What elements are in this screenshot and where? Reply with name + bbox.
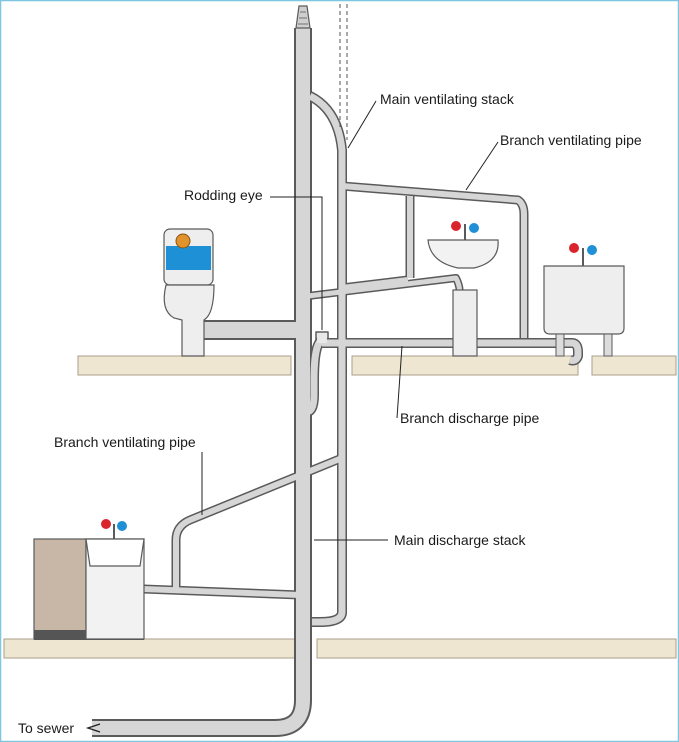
leader-branch-vent-upper: [465, 141, 499, 191]
pipes: [92, 28, 583, 737]
lower-branch-vent-outline: [171, 453, 344, 592]
hot-tap: [451, 221, 461, 231]
bath: [543, 243, 625, 357]
main-discharge-stack: [92, 28, 310, 735]
main-vent-stack: [308, 92, 346, 626]
leader-rodding-eye: [270, 196, 323, 330]
lower-branch-discharge: [117, 585, 301, 598]
branch-discharge-upper: [322, 339, 582, 364]
bath-hot-tap: [569, 243, 579, 253]
label-branch-ventilating-pipe-lower: Branch ventilating pipe: [54, 434, 196, 450]
lower-floor-right: [316, 638, 677, 659]
leader-lines: [201, 100, 499, 541]
label-main-ventilating-stack: Main ventilating stack: [380, 91, 514, 107]
sink-hot-tap: [101, 519, 111, 529]
label-rodding-eye: Rodding eye: [184, 187, 263, 203]
branch-discharge-drop: [305, 336, 325, 416]
upper-floor-middle: [351, 355, 579, 376]
upper-floor-right: [591, 355, 677, 376]
cold-tap: [469, 223, 479, 233]
cistern-water: [166, 246, 211, 270]
basin-vent-link: [341, 277, 409, 291]
leader-branch-discharge: [396, 345, 403, 419]
label-main-discharge-stack: Main discharge stack: [394, 532, 526, 548]
kitchen-sink-unit: [33, 519, 145, 640]
cabinet-side: [33, 538, 87, 640]
upper-floor-left: [77, 355, 292, 376]
basin-pedestal: [452, 289, 478, 357]
upper-branch-vent-outline: [341, 181, 529, 338]
wc-toilet: [163, 228, 215, 357]
upper-wash-basin: [427, 221, 499, 357]
rodding-eye: [317, 333, 327, 343]
float-ball: [175, 233, 191, 249]
label-to-sewer: To sewer: [18, 720, 75, 736]
kitchen-sink-bowl: [85, 538, 145, 567]
to-sewer-arrow-icon: [85, 723, 101, 733]
vent-terminal-cap: [295, 5, 311, 29]
label-branch-ventilating-pipe-upper: Branch ventilating pipe: [500, 132, 642, 148]
upper-branch-vent: [341, 183, 527, 338]
label-branch-discharge-pipe: Branch discharge pipe: [400, 410, 540, 426]
sink-cold-tap: [117, 521, 127, 531]
lower-branch-vent: [173, 455, 344, 592]
lower-floor-left: [3, 638, 297, 659]
bath-cold-tap: [587, 245, 597, 255]
leader-main-vent-stack: [347, 100, 377, 149]
